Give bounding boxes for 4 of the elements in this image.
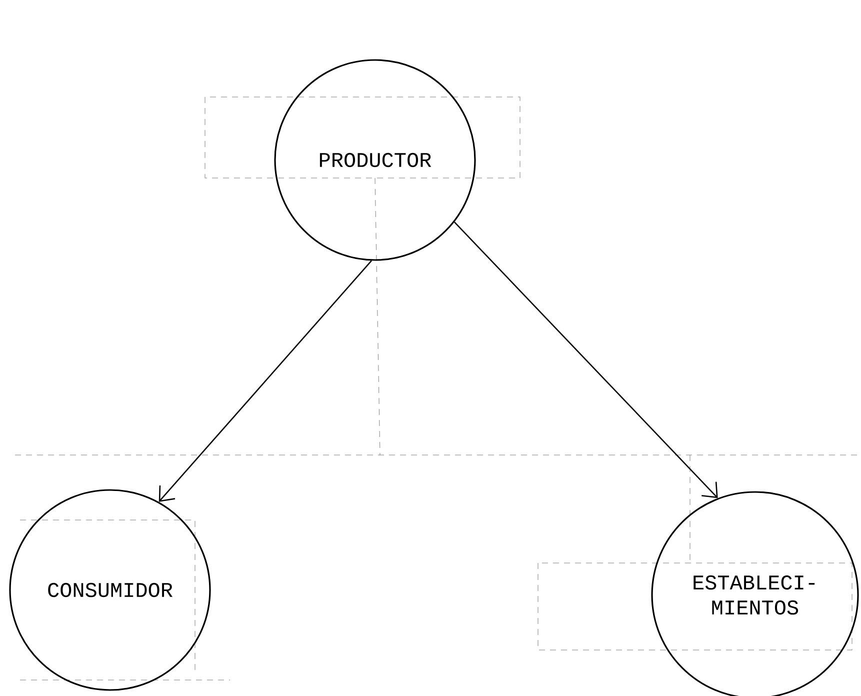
arrow xyxy=(158,260,372,502)
arrow xyxy=(454,222,718,498)
circle-node: CONSUMIDOR xyxy=(9,489,211,691)
circle-node: PRODUCTOR xyxy=(274,59,476,261)
